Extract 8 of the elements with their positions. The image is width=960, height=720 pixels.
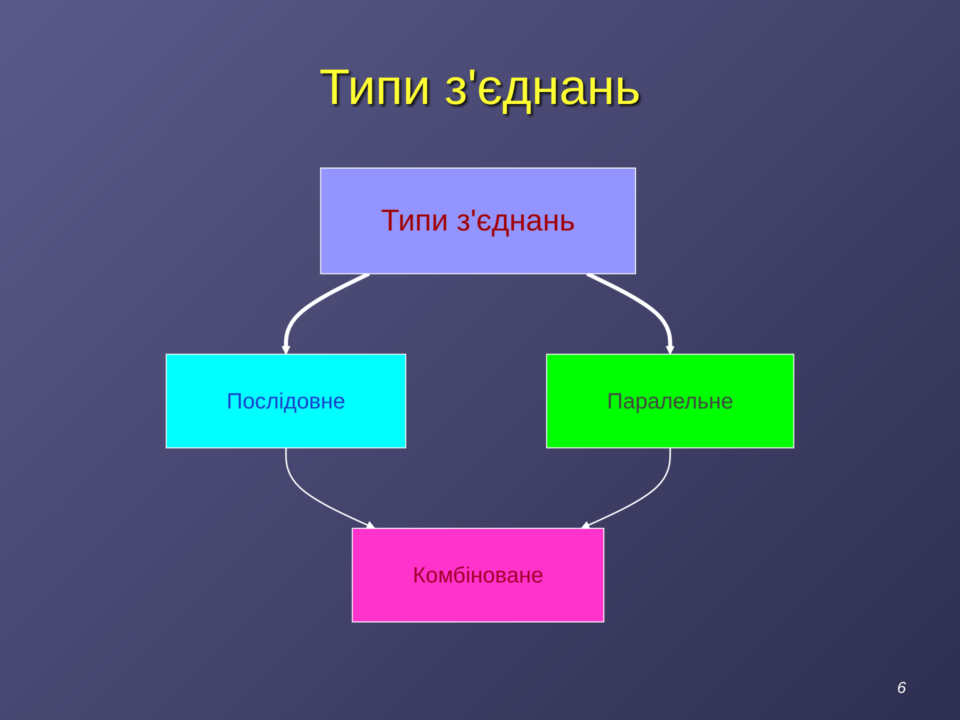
node-box: Комбіноване: [352, 528, 604, 622]
arrow: [285, 448, 376, 530]
page-number: 6: [897, 680, 906, 698]
node-box: Типи з'єднань: [320, 168, 636, 274]
slide-title: Типи з'єднань: [318, 58, 642, 116]
node-box: Послідовне: [166, 354, 406, 448]
arrow: [580, 448, 671, 530]
node-box: Паралельне: [546, 354, 794, 448]
